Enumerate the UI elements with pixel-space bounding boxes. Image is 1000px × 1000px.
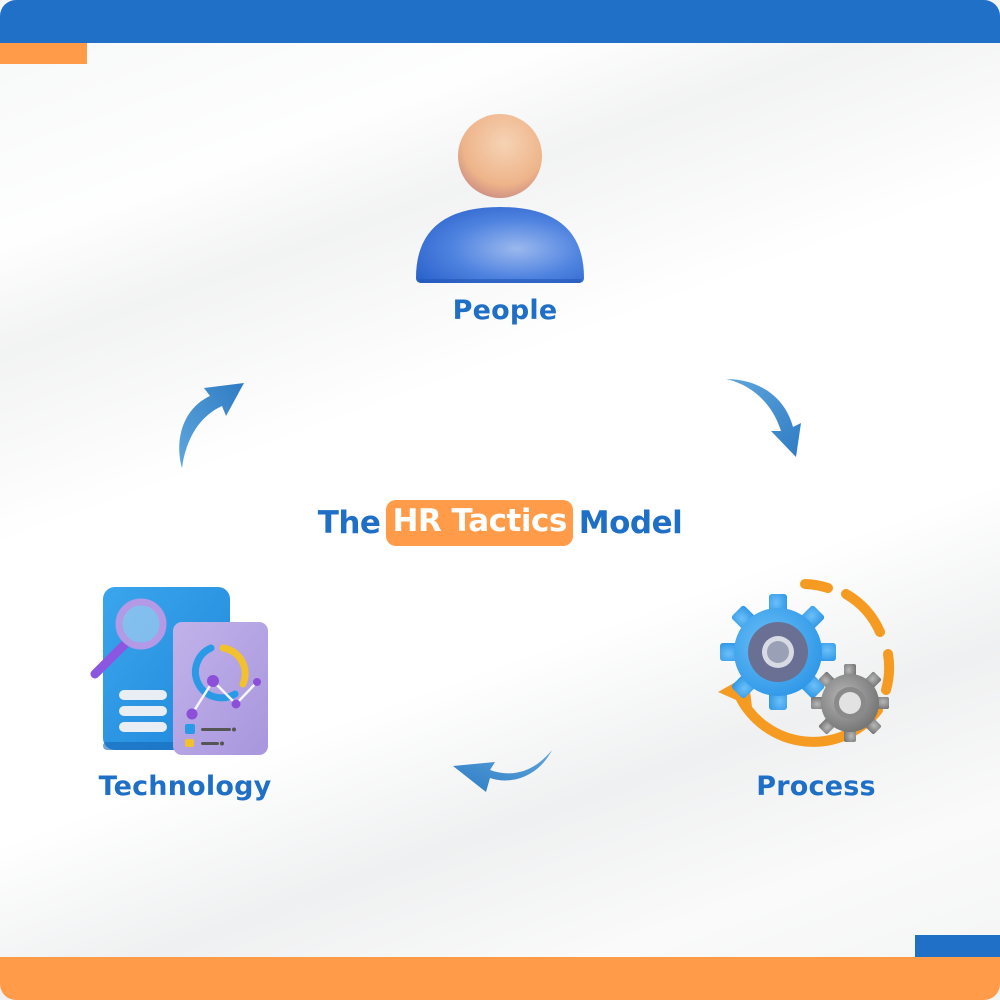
node-label-technology: Technology [98, 771, 272, 802]
bottom-banner-bar [0, 957, 1000, 1000]
node-label-process: Process [756, 771, 876, 802]
curved-arrow-left-icon [453, 750, 552, 792]
title-suffix: Model [578, 505, 683, 541]
diagram-title: The HR Tactics Model [0, 500, 1000, 546]
bottom-accent-strip [915, 935, 1000, 957]
person-icon [416, 114, 584, 283]
top-banner-bar [0, 0, 1000, 43]
title-prefix: The [317, 505, 381, 541]
document-analytics-icon [90, 587, 268, 755]
curved-arrow-up-right-icon [179, 383, 244, 468]
title-highlight-pill: HR Tactics [386, 500, 573, 546]
top-accent-strip [0, 43, 87, 64]
gears-cycle-icon [718, 579, 895, 747]
node-label-people: People [452, 295, 558, 326]
curved-arrow-down-right-icon [726, 379, 801, 457]
